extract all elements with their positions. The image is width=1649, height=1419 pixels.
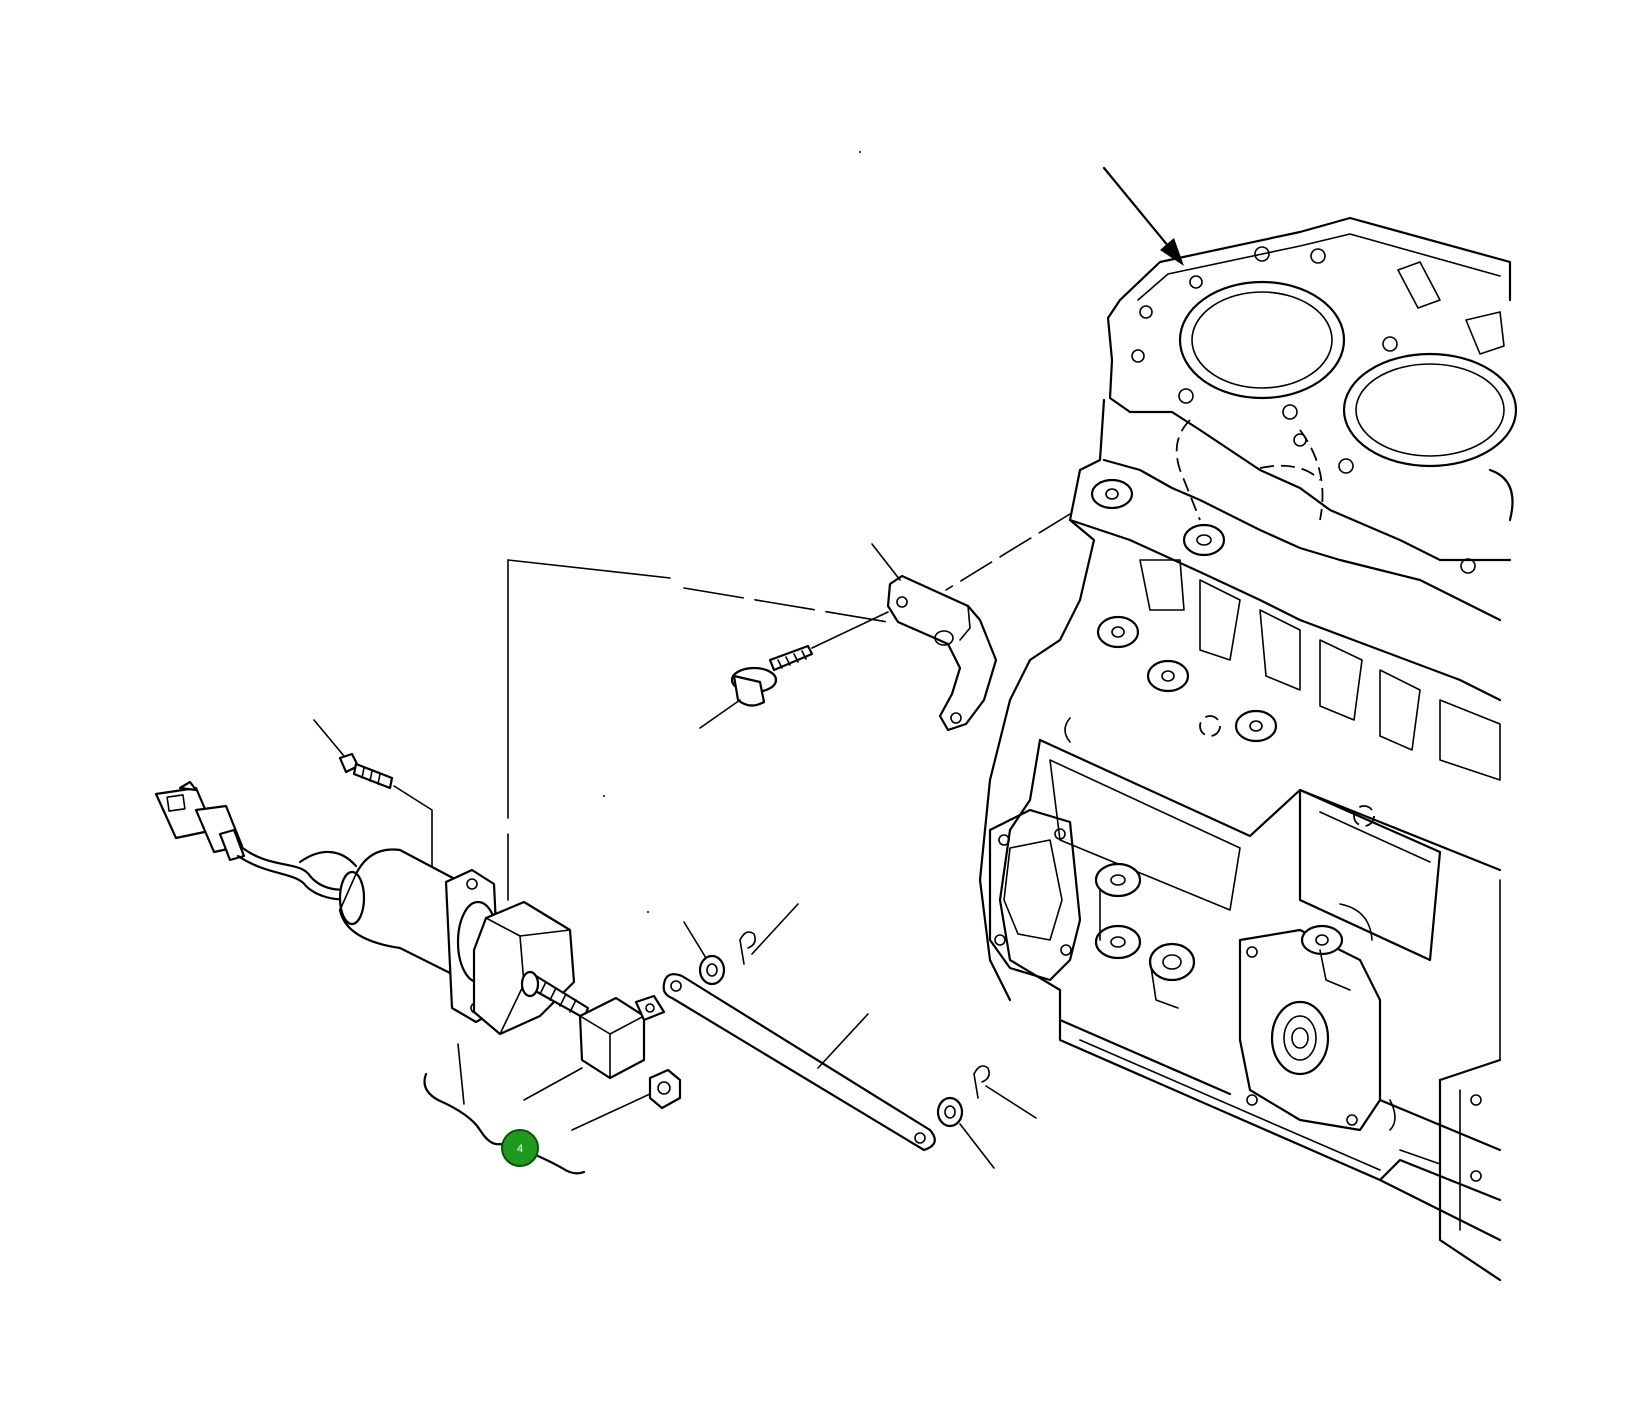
link-rod-icon	[662, 973, 936, 1152]
connector-icon	[154, 780, 246, 862]
bolt-holes	[1131, 246, 1476, 574]
callout-marker[interactable]: 4	[501, 1129, 539, 1167]
flange-bolt-icon	[699, 611, 889, 729]
washer-icon	[683, 921, 995, 1169]
block-bosses	[1090, 478, 1278, 743]
group-brace	[423, 1072, 586, 1175]
callout-circle[interactable]	[501, 1129, 539, 1167]
pointer-arrow-icon	[1102, 166, 1184, 266]
engine-block-icon	[978, 166, 1518, 1282]
screw-icon	[313, 719, 433, 871]
hex-nut-icon	[571, 1068, 682, 1131]
snap-pin-icon	[739, 903, 1037, 1119]
stop-solenoid-icon	[154, 780, 590, 1036]
solenoid-bracket-icon	[871, 543, 998, 732]
callout-label: 4	[517, 1143, 523, 1155]
clevis-icon	[578, 994, 666, 1080]
